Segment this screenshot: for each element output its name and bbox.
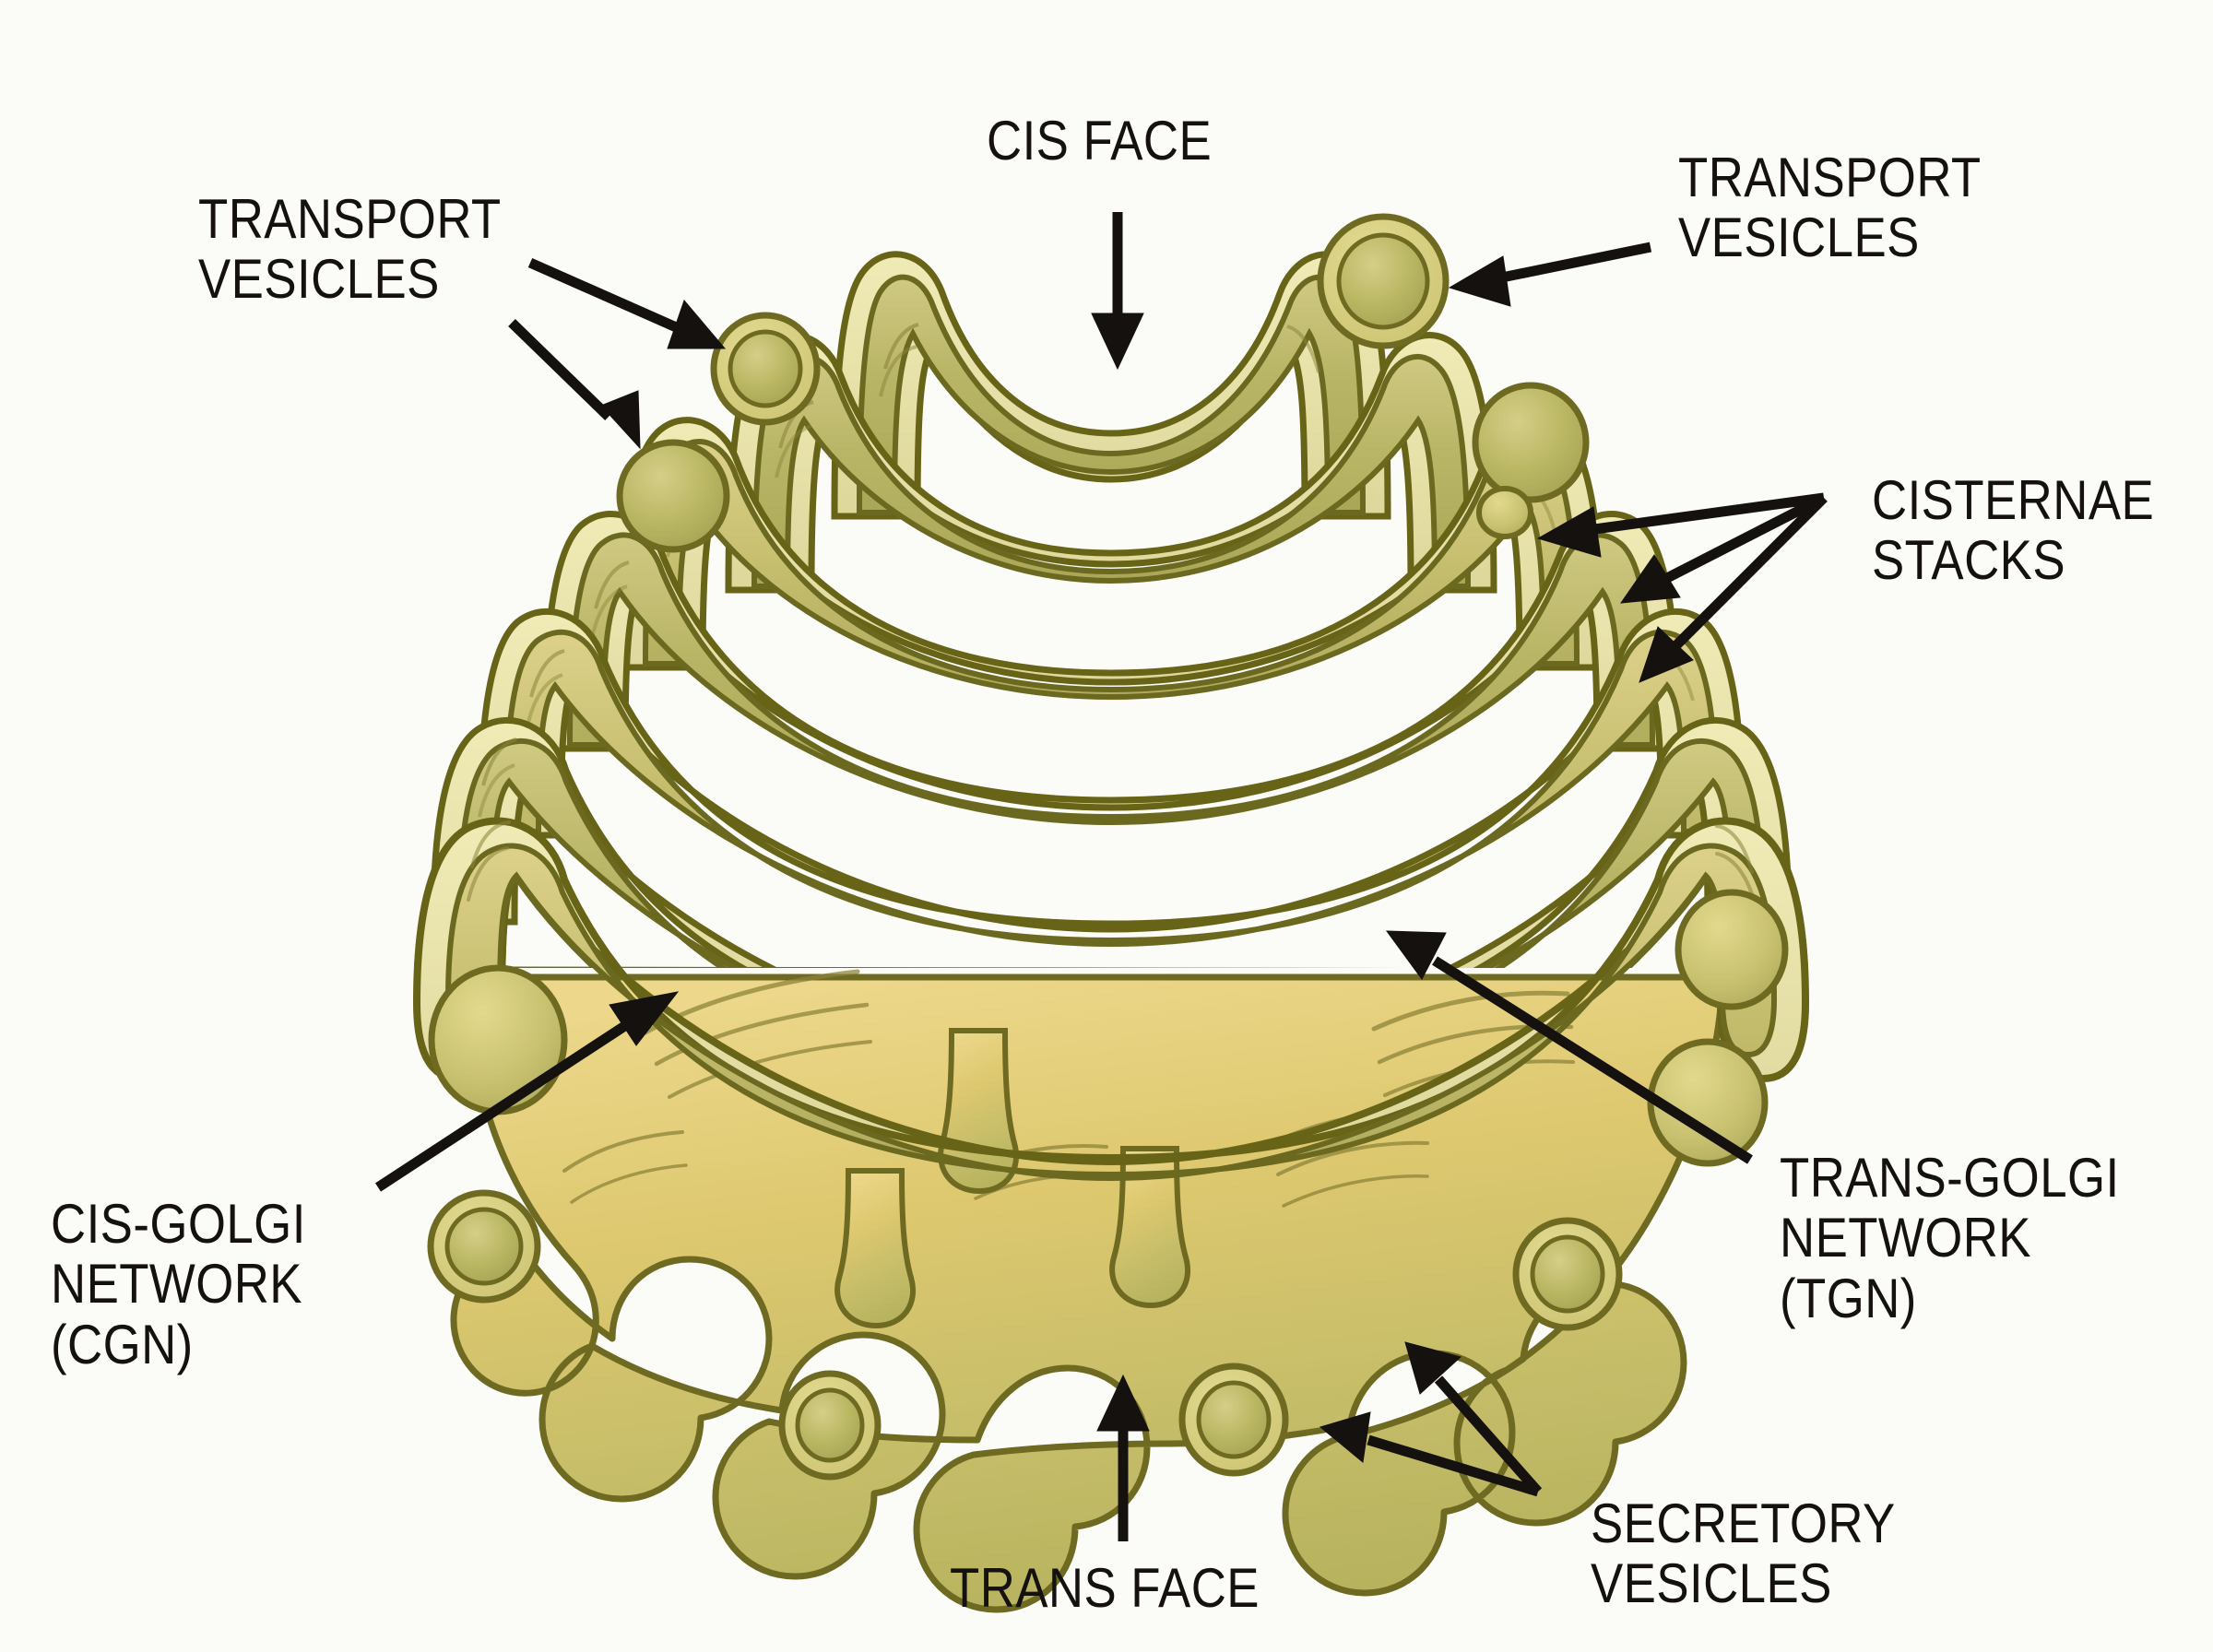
arrow-cis-golgi (374, 991, 680, 1192)
arrow-transport-left-b (508, 319, 641, 450)
secretory-vesicle-3 (1178, 1363, 1289, 1477)
secretory-vesicles-group (427, 1189, 1623, 1481)
secretory-vesicle-2 (778, 1370, 882, 1481)
label-cisternae-stacks: CISTERNAE STACKS (1872, 469, 2155, 592)
vesicle-top-left-2 (616, 439, 730, 553)
arrow-cisternae-b (1619, 493, 1827, 604)
vesicle-top-left-1 (710, 312, 821, 426)
secretory-vesicle-1 (427, 1189, 541, 1304)
arrow-cisternae-c (1639, 494, 1828, 683)
label-trans-face: TRANS FACE (950, 1557, 1260, 1619)
arrow-trans-golgi (1385, 930, 1753, 1164)
arrow-trans-face (1096, 1374, 1150, 1541)
label-cis-face: CIS FACE (987, 110, 1213, 171)
cisterna-1 (831, 251, 1391, 520)
arrow-transport-left-a (527, 257, 727, 349)
secretory-vesicle-4 (1512, 1217, 1623, 1331)
vesicle-top-right-2 (1472, 382, 1590, 503)
arrow-cisternae-a (1536, 492, 1825, 558)
cisterna-bottom-overlay (412, 817, 1810, 1182)
tgn-lateral-buds (428, 889, 1789, 1167)
label-cis-golgi-network: CIS-GOLGI NETWORK (CGN) (51, 1193, 306, 1375)
label-trans-golgi-network: TRANS-GOLGI NETWORK (TGN) (1780, 1147, 2120, 1329)
label-secretory-vesicles: SECRETORY VESICLES (1591, 1493, 1896, 1615)
cisterna-4 (540, 511, 1682, 826)
transport-vesicles-group (616, 213, 1590, 553)
arrow-secretory-b (1319, 1411, 1540, 1497)
annotation-arrows (374, 212, 1828, 1541)
arrow-cis-face (1091, 212, 1144, 371)
vesicle-top-right-3 (1476, 486, 1533, 539)
vesicle-top-right-1 (1317, 213, 1450, 349)
label-transport-vesicles-left: TRANSPORT VESICLES (198, 188, 502, 311)
arrow-secretory-a (1404, 1341, 1543, 1495)
arrow-transport-right (1448, 242, 1652, 307)
label-transport-vesicles-right: TRANSPORT VESICLES (1678, 147, 1982, 269)
